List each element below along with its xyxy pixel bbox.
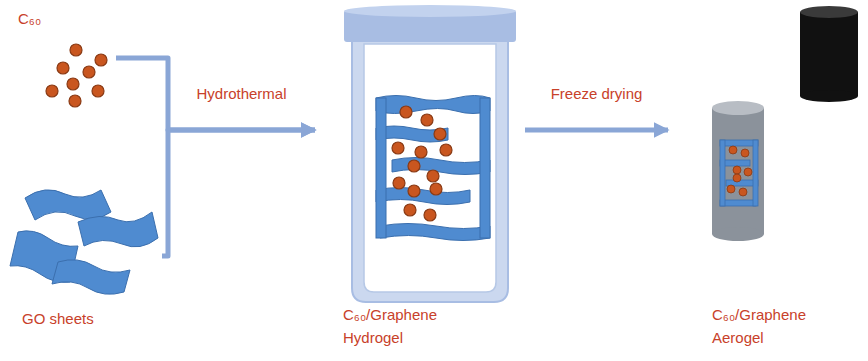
c60-molecules: [392, 106, 452, 221]
stage-node: C₆₀/Graphene Hydrogel: [315, 0, 525, 358]
stage-node: C₆₀: [14, 6, 116, 110]
step-label: Freeze drying: [551, 83, 643, 106]
graphene-network: [376, 96, 490, 241]
c60-molecules: [46, 44, 107, 107]
process-arrow: [525, 128, 668, 133]
stage-node: GO sheets: [10, 172, 162, 340]
autoclave-vessel: [344, 5, 516, 302]
process-arrow: [162, 130, 315, 256]
stage-label: C₆₀: [18, 8, 108, 31]
process-arrow: [116, 58, 315, 130]
stage-label: GO sheets: [22, 308, 152, 331]
aerogel-monolith: [800, 6, 858, 102]
go-sheets: [10, 190, 158, 294]
step-label: Hydrothermal: [196, 83, 286, 106]
aerogel-cylinder: [712, 101, 764, 241]
stage-node: C₆₀/Graphene Aerogel: [668, 0, 864, 358]
stage-label: C₆₀/Graphene Aerogel: [712, 304, 837, 349]
stage-label: C₆₀/Graphene Hydrogel: [343, 304, 468, 349]
